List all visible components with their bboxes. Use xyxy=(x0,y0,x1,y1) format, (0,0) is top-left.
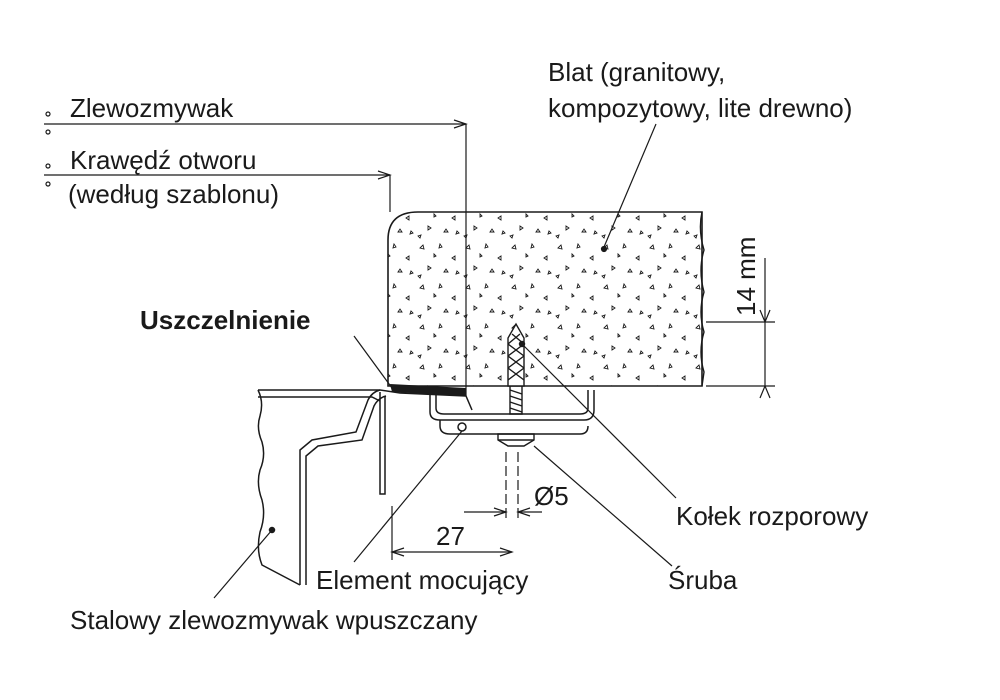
steel-sink-profile xyxy=(257,389,473,586)
anchor-and-screw xyxy=(497,322,535,447)
label-fixing-element: Element mocujący xyxy=(316,565,529,595)
label-distance: 27 xyxy=(436,521,465,551)
label-hole-edge-template: (według szablonu) xyxy=(68,179,280,209)
seal xyxy=(353,335,466,396)
label-hole-edge: Krawędź otworu xyxy=(70,145,257,175)
bullet-icon xyxy=(45,129,51,135)
bullet-icon xyxy=(45,163,51,169)
label-screw: Śruba xyxy=(668,565,738,595)
label-seal: Uszczelnienie xyxy=(140,305,311,335)
diameter-dimension xyxy=(464,452,542,522)
label-countertop: Blat (granitowy, xyxy=(548,57,726,87)
thickness-dimension xyxy=(706,258,775,399)
countertop xyxy=(387,211,705,387)
bullet-icon xyxy=(45,181,51,187)
label-thickness: 14 mm xyxy=(731,236,761,316)
hole-edge-reference-line xyxy=(44,163,392,212)
bullet-icon xyxy=(45,111,51,117)
label-steel-sink: Stalowy zlewozmywak wpuszczany xyxy=(70,605,478,635)
sink-reference-line xyxy=(44,111,468,396)
label-countertop-materials: kompozytowy, lite drewno) xyxy=(548,93,853,123)
label-anchor: Kołek rozporowy xyxy=(676,501,869,531)
leader-lines xyxy=(213,123,677,599)
label-sink: Zlewozmywak xyxy=(70,93,234,123)
label-diameter: Ø5 xyxy=(534,481,569,511)
